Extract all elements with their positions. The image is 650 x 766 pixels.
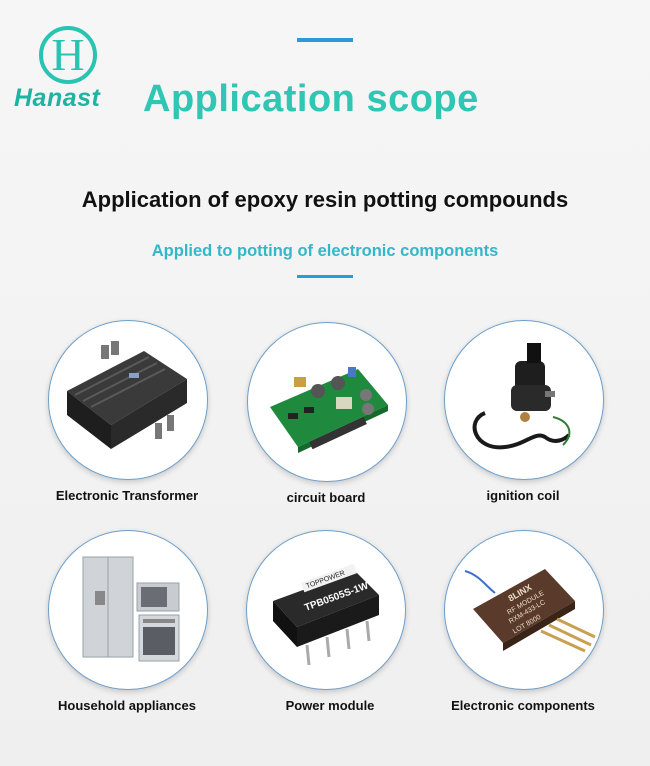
ignition-coil-icon — [472, 343, 571, 450]
application-label: Electronic Transformer — [55, 488, 199, 503]
application-image-frame: 8LINX RF MODULE RXM-433-LC LOT 8000 — [444, 530, 604, 690]
brand-name: Hanast — [14, 84, 101, 112]
application-card-power-module: TPB0505S-1W TOPPOWER Power module — [246, 530, 446, 750]
logo-letter: H — [51, 29, 85, 80]
application-image-frame: TPB0505S-1W TOPPOWER — [246, 530, 406, 690]
application-card-household-appliances: Household appliances — [48, 530, 248, 750]
electronic-components-icon: 8LINX RF MODULE RXM-433-LC LOT 8000 — [464, 569, 596, 653]
application-card-transformer: Electronic Transformer — [48, 320, 248, 540]
section-title: Application of epoxy resin potting compo… — [81, 187, 569, 212]
application-image-frame — [48, 530, 208, 690]
application-label: Power module — [285, 698, 375, 713]
circuit-board-icon — [270, 367, 388, 453]
transformer-icon — [67, 341, 187, 449]
application-label: ignition coil — [486, 488, 560, 503]
application-card-ignition-coil: ignition coil — [444, 320, 644, 540]
application-image-frame — [444, 320, 604, 480]
page-title: Application scope — [143, 78, 479, 120]
application-label: Household appliances — [58, 698, 196, 713]
application-image-frame — [247, 322, 407, 482]
application-image-frame — [48, 320, 208, 480]
application-card-circuit-board: circuit board — [247, 322, 447, 542]
section-subtitle: Applied to potting of electronic compone… — [151, 242, 499, 260]
power-module-icon: TPB0505S-1W TOPPOWER — [273, 563, 379, 666]
application-label: circuit board — [286, 490, 366, 505]
brand-logo: H Hanast — [14, 22, 126, 114]
application-label: Electronic components — [451, 698, 595, 713]
top-divider — [297, 38, 353, 42]
logo-ring-icon — [39, 26, 97, 84]
subtitle-divider — [297, 275, 353, 278]
application-card-electronic-components: 8LINX RF MODULE RXM-433-LC LOT 8000 Elec… — [444, 530, 644, 750]
household-appliances-icon — [82, 556, 180, 662]
